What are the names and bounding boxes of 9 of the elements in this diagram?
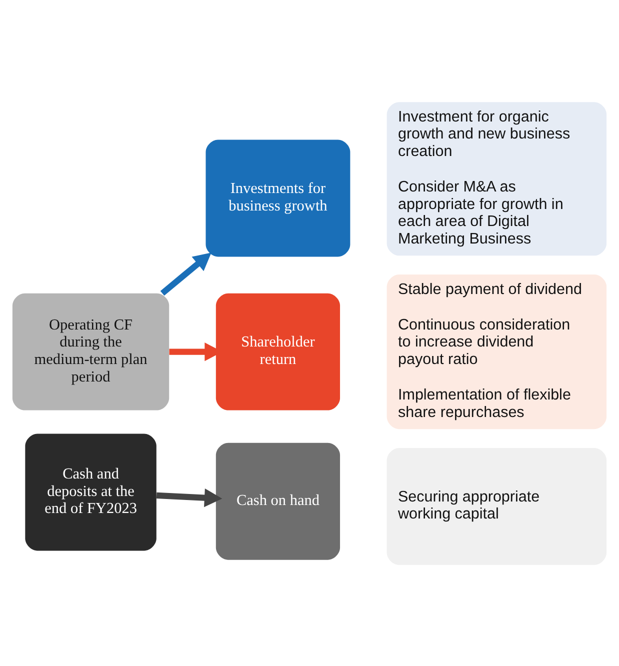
node-box: Investment for organic growth and new business creation Consider M&A as appropriate for growth in each area of Digital Marketing Business — [386, 102, 607, 256]
node-box: Investments for business growth — [206, 139, 350, 256]
arrow — [160, 252, 212, 296]
node-box: Operating CF during the medium-term plan period — [12, 292, 170, 410]
node-box: Cash on hand — [216, 442, 340, 560]
arrow — [156, 488, 222, 507]
node-box: Shareholder return — [216, 292, 340, 410]
node-box: Stable payment of dividend Continuous consideration to increase dividend payout ratio Implementation of flexible share repurchases — [386, 274, 607, 429]
node-box: Cash and deposits at the end of FY2023 — [25, 433, 156, 550]
